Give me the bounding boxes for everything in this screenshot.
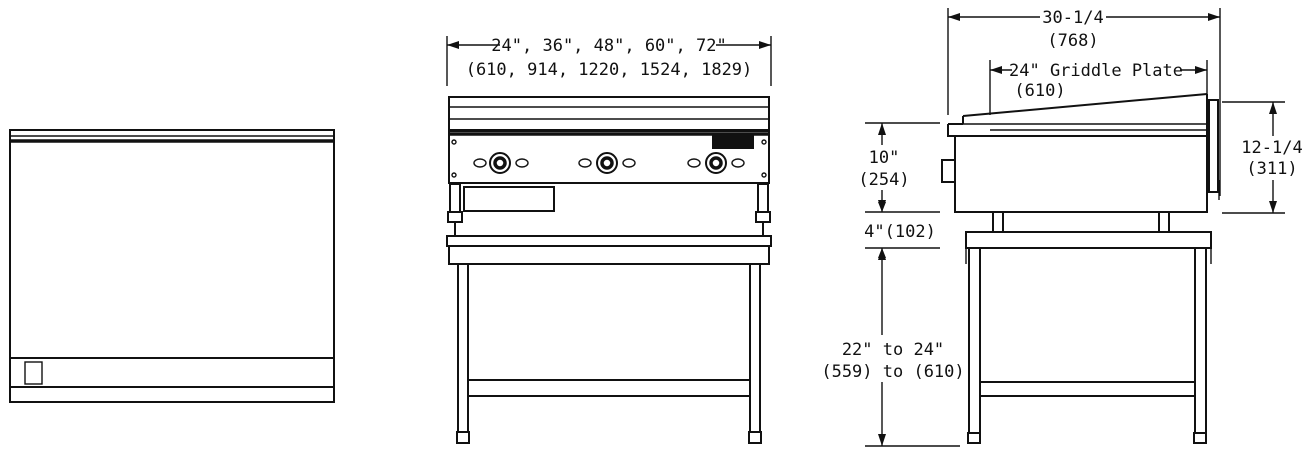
depth-mm-label: (768) (1047, 31, 1098, 51)
arrowhead-icon (878, 123, 886, 135)
leg-height-label: 4"(102) (864, 222, 936, 242)
grease-tray (463, 186, 555, 212)
control-knob-icon (473, 152, 529, 174)
brand-badge (712, 135, 754, 149)
control-knob-icon (687, 152, 745, 174)
arrowhead-icon (447, 41, 459, 49)
body-height-mm-label: (254) (858, 170, 909, 190)
depth-inches-label: 30-1/4 (1042, 8, 1103, 28)
width-inches-label: 24", 36", 48", 60", 72" (491, 36, 726, 56)
stand-height-inches-label: 22" to 24" (842, 340, 944, 360)
overall-height-inches-label: 12-1/4 (1241, 138, 1302, 158)
side-view (865, 8, 1285, 447)
arrowhead-icon (1195, 66, 1207, 74)
arrowhead-icon (1269, 201, 1277, 213)
arrowhead-icon (759, 41, 771, 49)
control-knob-icon (941, 159, 956, 183)
front-view (446, 36, 772, 444)
arrowhead-icon (878, 202, 886, 212)
plate-inches-label: 24" Griddle Plate (1009, 61, 1183, 81)
top-view (9, 129, 335, 403)
control-knob-icon (578, 152, 636, 174)
flue-panel (1208, 99, 1219, 193)
width-mm-label: (610, 914, 1220, 1524, 1829) (466, 60, 753, 80)
stand-height-mm-label: (559) to (610) (821, 362, 964, 382)
arrowhead-icon (1208, 13, 1220, 21)
dimension-labels: 24", 36", 48", 60", 72" (610, 914, 1220,… (466, 8, 1303, 382)
overall-height-mm-label: (311) (1246, 159, 1297, 179)
plate-mm-label: (610) (1014, 81, 1065, 101)
arrowhead-icon (948, 13, 960, 21)
arrowhead-icon (878, 434, 886, 446)
arrowhead-icon (990, 66, 1002, 74)
arrowhead-icon (878, 248, 886, 260)
drain-hole-icon (24, 361, 43, 385)
body-height-inches-label: 10" (869, 148, 900, 168)
arrowhead-icon (1269, 102, 1277, 114)
